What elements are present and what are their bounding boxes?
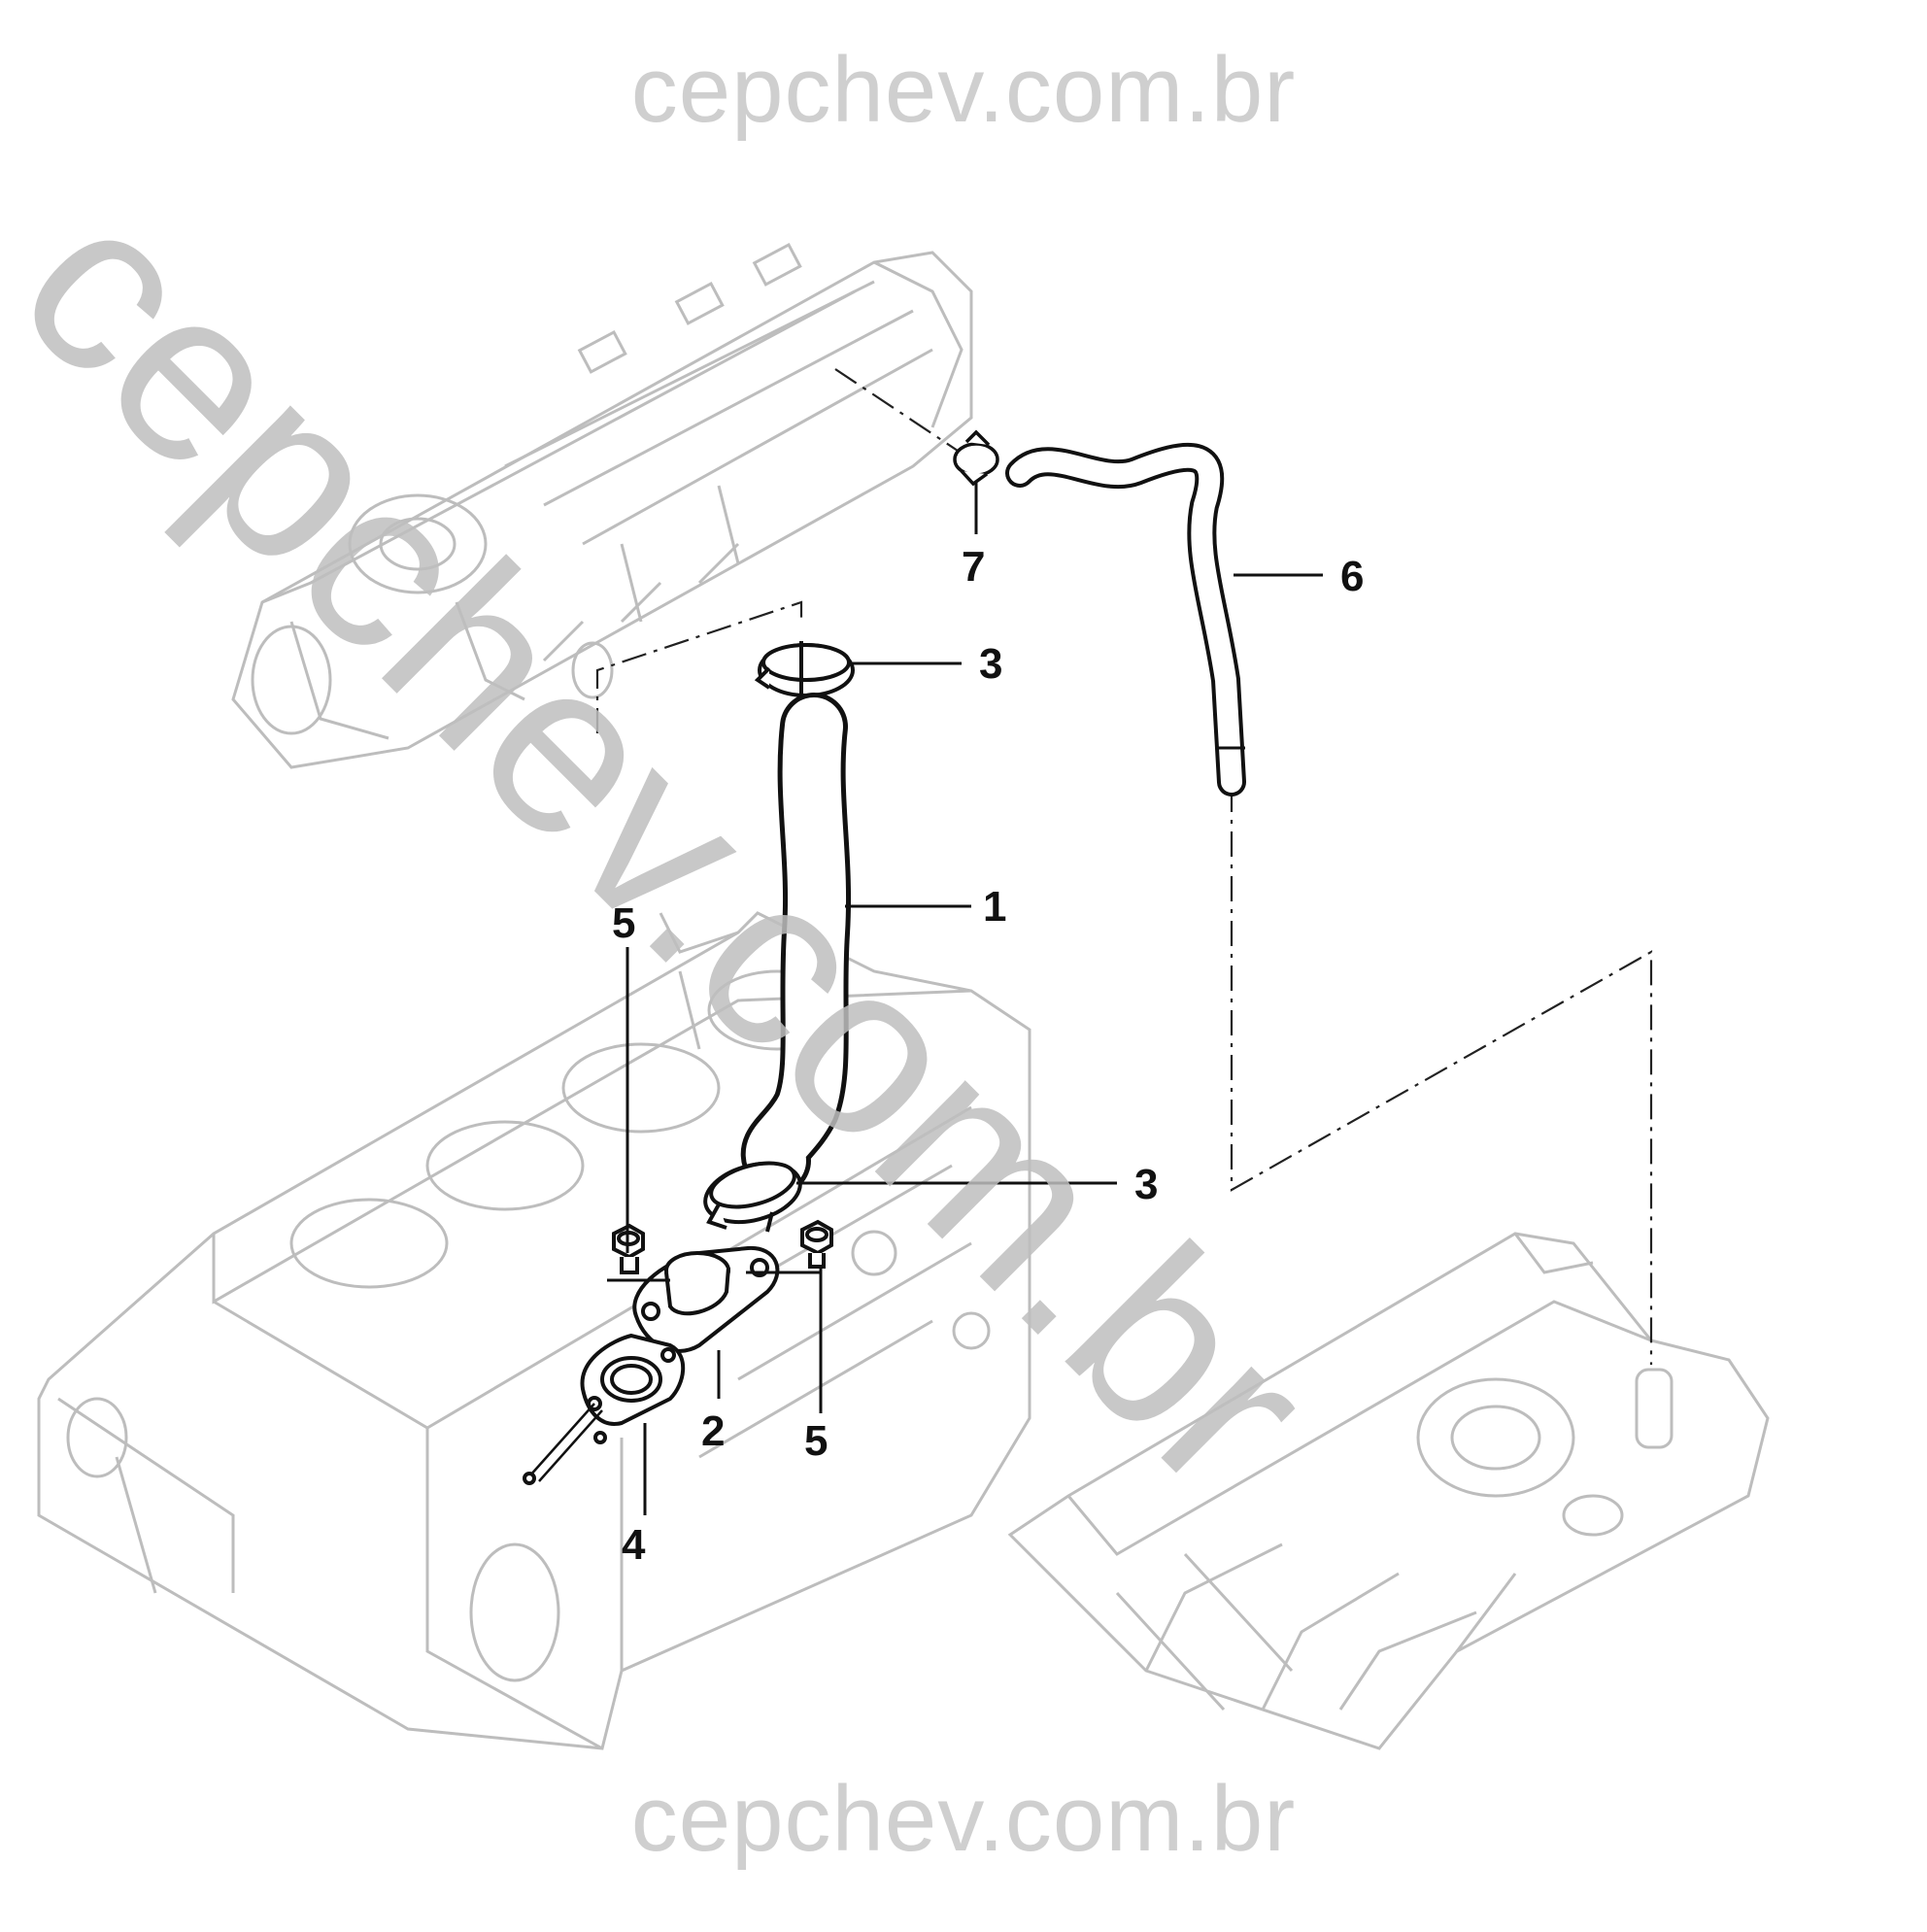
clamp-part-7 <box>953 429 999 487</box>
assembly-guide-lines <box>595 368 1653 1365</box>
gasket-part-4 <box>523 1333 686 1485</box>
callout-2: 2 <box>701 1407 725 1455</box>
clamp-part-3-upper <box>754 641 855 699</box>
callout-5-left: 5 <box>612 899 635 947</box>
ghost-upper-manifold <box>231 242 973 769</box>
leader-lines <box>607 481 1323 1515</box>
callout-1: 1 <box>983 883 1006 931</box>
clamp-part-3-lower <box>703 1161 802 1233</box>
watermark-top: cepchev.com.br <box>630 38 1297 142</box>
callout-3-lower: 3 <box>1134 1161 1158 1208</box>
outlet-flange-part-2 <box>632 1245 780 1353</box>
callout-5-right: 5 <box>804 1417 828 1465</box>
callout-6: 6 <box>1340 553 1364 600</box>
watermark-bottom: cepchev.com.br <box>630 1767 1297 1871</box>
callout-7: 7 <box>962 543 985 591</box>
ghost-right-manifold <box>1007 1232 1770 1750</box>
callout-4: 4 <box>622 1521 646 1569</box>
bolt-part-5-right <box>800 1219 833 1269</box>
hose-part-6 <box>1005 442 1246 797</box>
callout-3-upper: 3 <box>979 640 1002 688</box>
hose-part-1 <box>740 693 852 1195</box>
